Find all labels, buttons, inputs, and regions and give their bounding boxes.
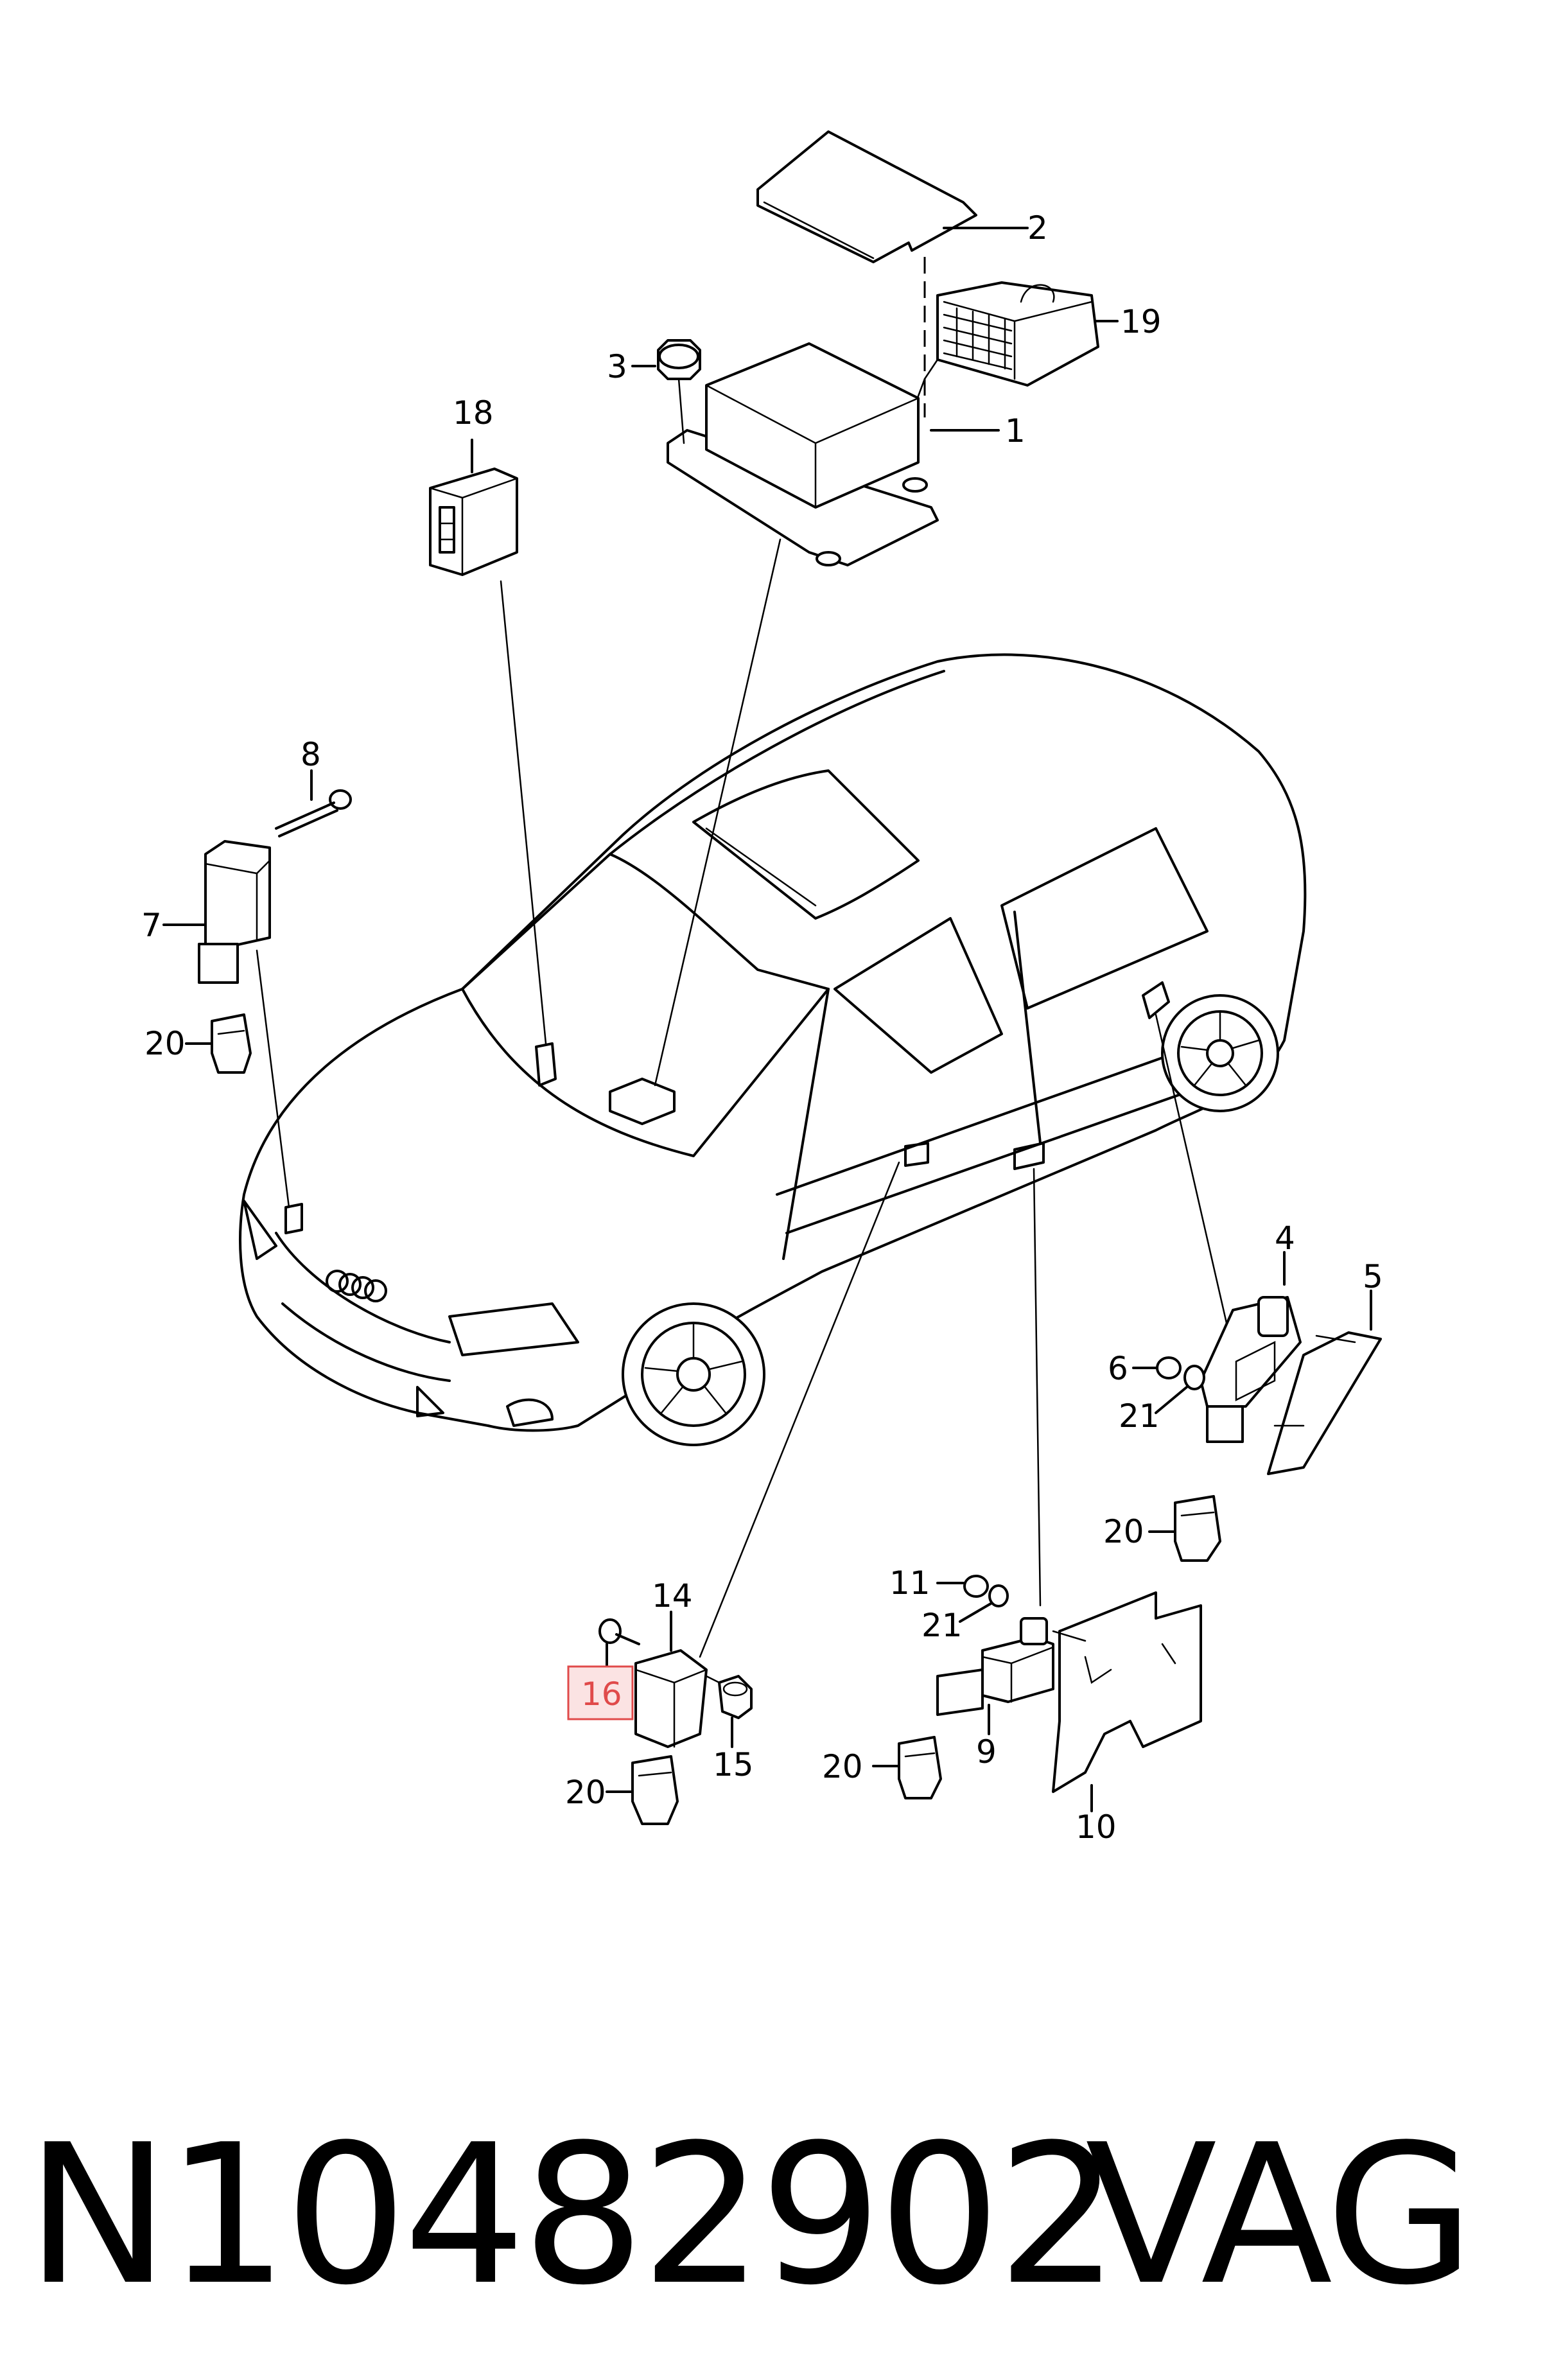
callout-21-a: 21 <box>1119 1397 1160 1435</box>
callout-10: 10 <box>1076 1808 1117 1846</box>
part-11-nut <box>936 1575 989 1598</box>
brand-name: VAG <box>1085 2103 1474 2327</box>
part-20-connector-b <box>1148 1495 1221 1562</box>
marker-rear-sensor <box>1142 981 1170 1019</box>
callout-15: 15 <box>713 1746 754 1783</box>
part-20-connector-a <box>185 1013 252 1074</box>
marker-switch <box>535 1042 557 1087</box>
marker-door-sensor <box>904 1142 929 1167</box>
part-7-sensor <box>162 840 271 984</box>
part-21-washer-b <box>959 1584 1009 1623</box>
callout-16: 16 <box>581 1676 622 1713</box>
callout-1: 1 <box>1005 412 1026 450</box>
marker-sill-sensor <box>1013 1142 1045 1170</box>
marker-front-sensor <box>284 1203 303 1234</box>
callout-20-b: 20 <box>1103 1513 1144 1550</box>
car-body <box>239 653 1307 1446</box>
connector-pins <box>943 307 1013 371</box>
part-2-cover <box>756 130 1029 263</box>
part-5-bracket <box>1267 1290 1382 1475</box>
callout-18: 18 <box>453 394 494 432</box>
callout-4: 4 <box>1275 1220 1295 1257</box>
part-20-connector-c <box>606 1755 679 1825</box>
part-15-nut <box>705 1675 753 1748</box>
callout-8: 8 <box>301 736 321 773</box>
part-14-sensor <box>634 1611 708 1748</box>
part-19-connector <box>914 281 1119 406</box>
part-4-sensor <box>1200 1251 1302 1443</box>
part-18-switch <box>429 439 518 576</box>
callout-11: 11 <box>889 1564 930 1602</box>
part-1-control-unit <box>667 342 1000 566</box>
callout-20-c: 20 <box>565 1774 606 1811</box>
callout-14: 14 <box>652 1577 693 1614</box>
leader-lines <box>256 538 1228 1658</box>
callout-2: 2 <box>1027 209 1048 247</box>
part-number: N10482902 <box>26 2103 1119 2327</box>
callout-7: 7 <box>141 907 162 944</box>
callout-20-d: 20 <box>822 1748 863 1785</box>
part-3-nut <box>631 339 701 444</box>
callout-16-highlight: 16 <box>567 1665 634 1720</box>
part-8-bolt <box>275 769 352 837</box>
part-21-washer-a <box>1155 1365 1205 1414</box>
part-10-bracket <box>1052 1591 1202 1812</box>
callout-19: 19 <box>1121 303 1162 340</box>
callout-labels: 2 19 3 1 18 8 7 20 4 5 6 21 20 14 11 21 … <box>141 209 1383 1846</box>
part-20-connector-d <box>872 1736 942 1799</box>
callout-5: 5 <box>1363 1258 1383 1295</box>
marker-control-unit <box>609 1078 676 1125</box>
part-6-nut <box>1132 1356 1182 1379</box>
callout-3: 3 <box>607 348 627 385</box>
callout-9: 9 <box>976 1733 997 1771</box>
callout-6: 6 <box>1108 1350 1128 1387</box>
part-9-sensor <box>936 1617 1087 1735</box>
callout-20-a: 20 <box>144 1025 186 1062</box>
callout-21-b: 21 <box>921 1607 963 1644</box>
callout-16-box <box>567 1665 634 1720</box>
